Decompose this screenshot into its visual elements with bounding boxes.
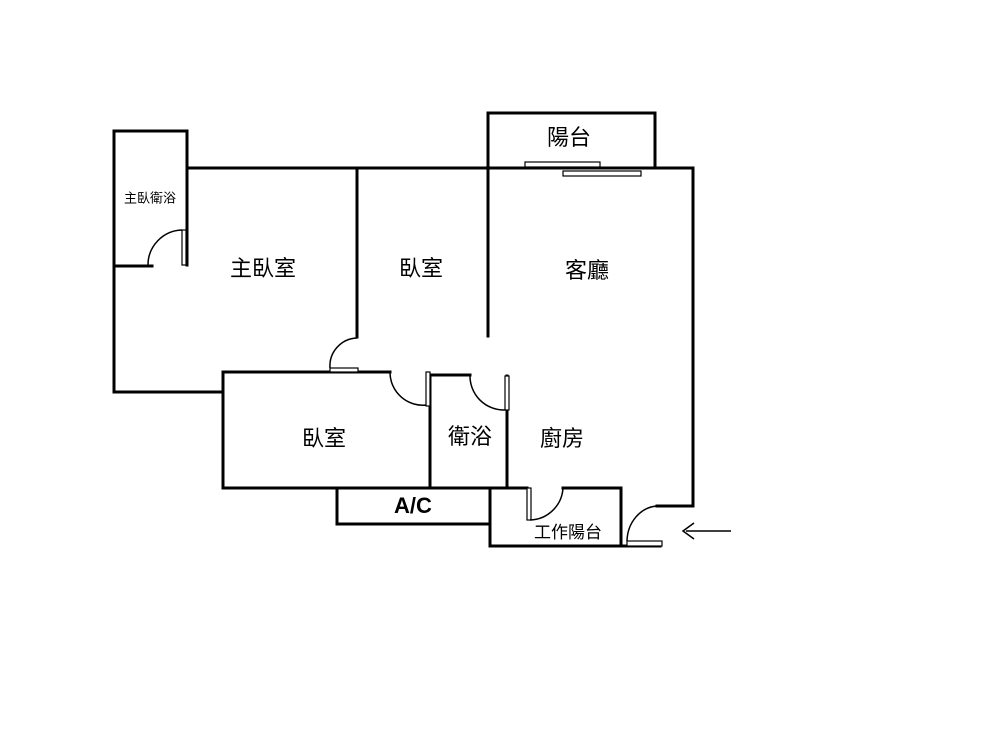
door-swing	[469, 374, 506, 411]
entrance-door-leaf	[626, 540, 663, 547]
door-leaf	[329, 367, 359, 373]
label-balcony: 陽台	[547, 126, 591, 151]
label-master-bath: 主臥衛浴	[124, 192, 176, 207]
label-master-bedroom: 主臥室	[230, 257, 296, 282]
entrance-door-swing	[626, 505, 658, 542]
label-bathroom: 衛浴	[448, 425, 492, 450]
door-leaf	[504, 375, 510, 411]
door-leaf	[425, 371, 431, 407]
door-leaf	[181, 229, 187, 266]
room-labels: 陽台 主臥衛浴 主臥室 臥室 客廳 臥室 衛浴 廚房 A/C 工作陽台	[124, 126, 609, 543]
door-swing	[329, 337, 358, 369]
label-bedroom-2: 臥室	[302, 427, 346, 452]
door-swing	[529, 487, 564, 521]
doors	[147, 161, 663, 547]
label-living-room: 客廳	[565, 259, 609, 284]
label-utility-balcony: 工作陽台	[534, 523, 602, 543]
label-bedroom-1: 臥室	[399, 257, 443, 282]
label-kitchen: 廚房	[540, 427, 584, 452]
walls	[112, 111, 695, 548]
door-swing	[147, 229, 183, 266]
sliding-door	[562, 170, 642, 177]
label-ac: A/C	[394, 493, 432, 518]
door-leaf	[526, 487, 532, 521]
sliding-door	[524, 161, 601, 168]
door-swing	[389, 372, 428, 406]
entrance-arrow-icon	[681, 522, 731, 540]
